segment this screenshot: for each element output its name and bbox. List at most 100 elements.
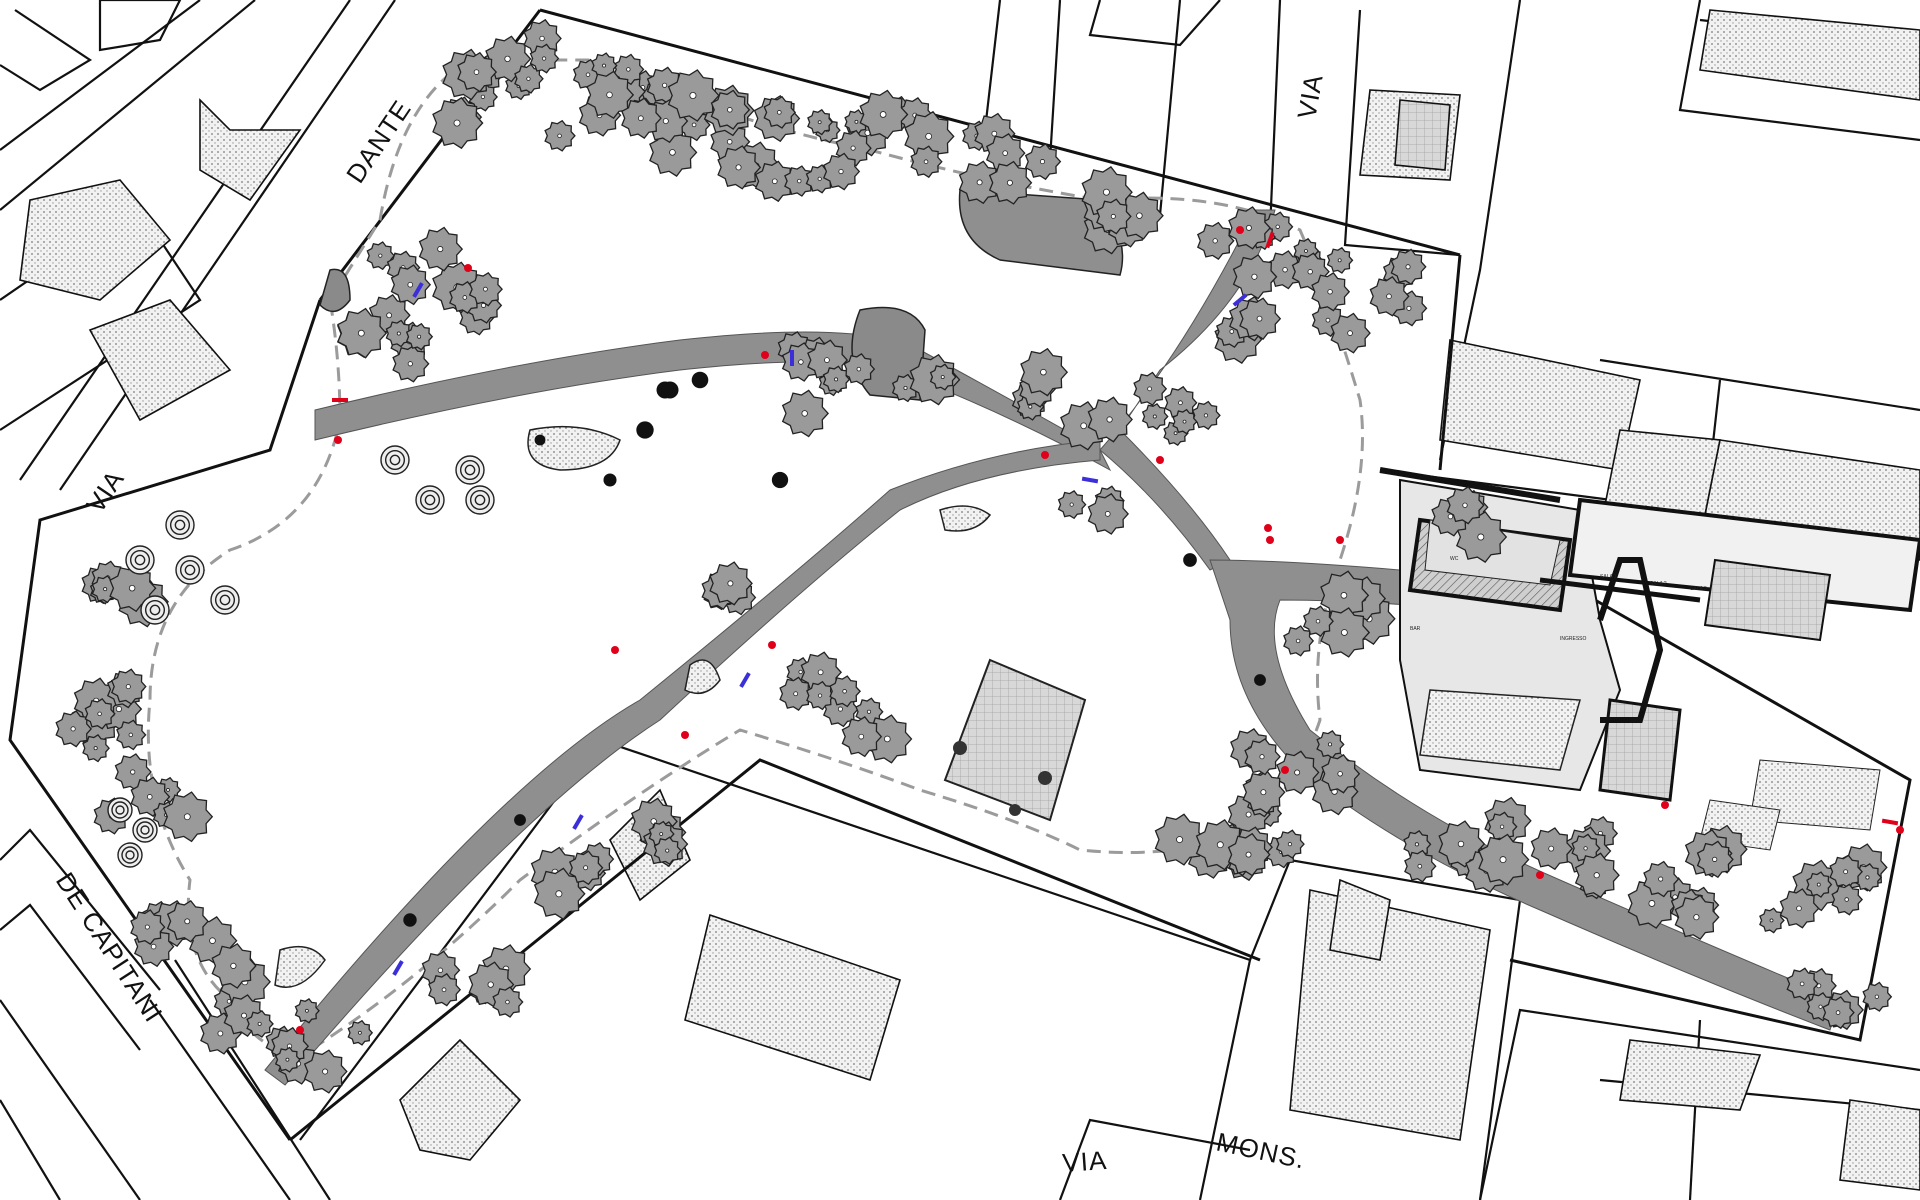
- tree-icon: [428, 972, 462, 1007]
- tree-icon: [1455, 511, 1508, 563]
- conifer-icon: [132, 817, 158, 843]
- street-label-dante: DANTE: [340, 94, 417, 188]
- tree-icon: [303, 1049, 348, 1094]
- pavilion: [943, 658, 1087, 822]
- room-label: SALA 2: [1650, 581, 1667, 587]
- bench-icon: [392, 960, 404, 976]
- tree-icon: [1829, 854, 1863, 889]
- tree-icon: [492, 986, 524, 1018]
- tree-icon: [1242, 770, 1286, 815]
- tree-icon: [84, 698, 116, 730]
- light-pole-icon: [1156, 456, 1164, 464]
- museum-complex: SALA 1 SALA 2 SALA 3 WC BAR INGRESSO: [1379, 467, 1920, 851]
- bench-icon: [1881, 818, 1899, 826]
- bench-icon: [412, 282, 424, 298]
- tree-icon: [806, 680, 835, 711]
- bench-icon: [332, 398, 348, 402]
- tree-icon: [1779, 888, 1820, 929]
- tree-icon: [457, 51, 498, 93]
- tree-icon: [82, 734, 110, 763]
- tree-icon: [1696, 840, 1734, 879]
- tree-icon: [418, 226, 464, 272]
- room-label: INGRESSO: [1560, 636, 1587, 642]
- room-label: BAR: [1410, 626, 1421, 632]
- tree-icon: [822, 365, 851, 394]
- tree-icon: [1196, 221, 1235, 260]
- street-label-mons: MONS.: [1214, 1127, 1308, 1175]
- tree-icon: [1096, 198, 1132, 235]
- tree-icon: [1133, 371, 1168, 406]
- conifer-icon: [415, 485, 445, 515]
- light-pole-icon: [1281, 766, 1289, 774]
- bench-icon: [1265, 231, 1275, 249]
- light-pole-icon: [1041, 451, 1049, 459]
- tree-icon: [754, 160, 796, 203]
- tree-icon: [649, 127, 698, 177]
- tree-icon: [468, 271, 503, 307]
- conifer-icon: [140, 595, 170, 625]
- tree-icon: [347, 1019, 374, 1046]
- tree-icon: [586, 70, 635, 120]
- street-label-via-left: VIA: [80, 464, 130, 518]
- tree-icon: [709, 561, 753, 606]
- shrub-icon: [691, 371, 709, 389]
- tree-icon: [1283, 625, 1315, 657]
- tree-icon: [1643, 860, 1680, 898]
- bench-icon: [1232, 293, 1248, 307]
- shrub-icon: [1254, 674, 1266, 686]
- tree-icon: [1087, 396, 1133, 443]
- tree-icon: [1786, 967, 1819, 1001]
- light-pole-icon: [1896, 826, 1904, 834]
- tree-icon: [891, 373, 920, 403]
- tree-icon: [1228, 206, 1271, 250]
- street-label-via-top: VIA: [1291, 72, 1328, 121]
- tree-icon: [274, 1046, 301, 1073]
- tree-icon: [1316, 730, 1345, 759]
- light-pole-icon: [611, 646, 619, 654]
- conifer-icon: [455, 455, 485, 485]
- shrub-icon: [636, 421, 654, 439]
- tree-icon: [1020, 347, 1069, 397]
- conifer-icon: [165, 510, 195, 540]
- tree-icon: [1116, 191, 1164, 240]
- tree-icon: [1321, 754, 1361, 794]
- tree-icon: [1232, 254, 1278, 300]
- tree-icon: [822, 152, 861, 191]
- conifer-icon: [107, 797, 133, 823]
- tree-icon: [337, 307, 388, 359]
- tree-icon: [843, 353, 876, 386]
- light-pole-icon: [1336, 536, 1344, 544]
- tree-icon: [1326, 246, 1354, 274]
- tree-icon: [841, 716, 883, 758]
- tree-icon: [405, 322, 434, 351]
- light-pole-icon: [768, 641, 776, 649]
- tree-icon: [1831, 883, 1863, 916]
- tree-icon: [781, 389, 829, 438]
- tree-icon: [1320, 570, 1370, 621]
- room-label: SALA 3: [1690, 586, 1707, 592]
- tree-icon: [1674, 894, 1720, 940]
- tree-icon: [166, 899, 209, 943]
- tree-icon: [1172, 408, 1198, 435]
- conifer-icon: [117, 842, 143, 868]
- light-pole-icon: [761, 351, 769, 359]
- tree-icon: [717, 145, 762, 190]
- tree-icon: [1239, 297, 1282, 340]
- light-pole-icon: [681, 731, 689, 739]
- tree-icon: [392, 344, 430, 383]
- park-edge-dashed: [146, 58, 1364, 1053]
- tree-icon: [1369, 276, 1410, 317]
- path-west-east: [314, 331, 1112, 472]
- tree-icon: [958, 160, 1002, 205]
- tree-icon: [1862, 981, 1893, 1012]
- tree-icon: [1141, 402, 1169, 431]
- tree-icon: [763, 95, 797, 129]
- tree-icon: [653, 836, 682, 865]
- tree-icon: [1154, 813, 1207, 866]
- tree-icon: [1446, 486, 1485, 525]
- tree-icon: [904, 110, 955, 162]
- light-pole-icon: [1264, 524, 1272, 532]
- trees: [55, 18, 1893, 1094]
- tree-icon: [1530, 827, 1574, 871]
